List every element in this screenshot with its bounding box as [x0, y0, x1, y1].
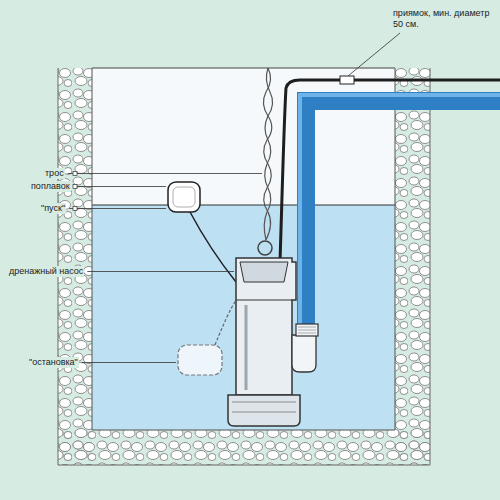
pipe-highlight — [300, 95, 500, 330]
float-start-inner — [173, 187, 195, 207]
callout-label: трос — [44, 168, 65, 179]
outlet-nut — [296, 324, 318, 336]
outlet-thread — [298, 327, 316, 333]
pit-air — [92, 68, 395, 205]
float-start — [168, 182, 200, 212]
leader-line — [69, 208, 166, 209]
leader-line — [87, 271, 234, 272]
pit-wall — [92, 68, 395, 430]
callout-label: дренажный насос — [8, 266, 84, 277]
rope-ring — [258, 241, 272, 255]
leader-line — [74, 186, 166, 187]
pump-shade — [245, 305, 248, 390]
float-cable-stop — [215, 300, 236, 345]
water — [92, 205, 395, 430]
leader-line — [68, 173, 262, 174]
pump-seam — [236, 300, 292, 301]
power-cable — [280, 80, 500, 262]
pump-grille — [232, 402, 296, 412]
discharge-pipe — [306, 101, 500, 330]
cable-connector — [340, 76, 354, 84]
leader-marker — [73, 185, 77, 189]
pump-body — [236, 258, 296, 395]
pit-top — [92, 68, 395, 69]
leader-line — [348, 33, 400, 76]
callout-label: "остановка" — [28, 357, 79, 368]
water-level — [92, 204, 395, 205]
rope-strand — [263, 68, 271, 240]
gravel-right — [395, 68, 430, 465]
rope — [264, 68, 272, 240]
callout-label: приямок, мин. диаметр 50 см. — [392, 8, 492, 30]
callout-label: "пуск" — [40, 203, 66, 214]
float-stop — [178, 345, 222, 375]
outlet-elbow — [292, 335, 316, 372]
leader-line — [82, 362, 176, 363]
pit-outline — [58, 68, 430, 465]
pump-handle — [240, 262, 288, 282]
leader-marker — [73, 207, 77, 211]
pump-base — [228, 395, 300, 426]
leader-marker — [73, 172, 77, 176]
gravel-bottom — [58, 430, 430, 465]
callout-label: поплавок — [30, 181, 71, 192]
